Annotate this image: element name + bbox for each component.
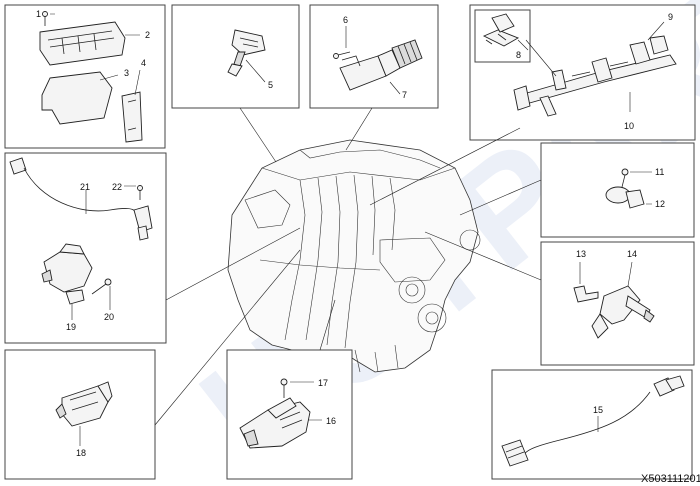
callout-12: 12 (655, 199, 665, 209)
callout-5: 5 (268, 80, 273, 90)
pointer-lines (154, 107, 542, 426)
figure-id: X503111201 (641, 473, 700, 485)
engine-assembly (227, 139, 481, 373)
callout-9: 9 (668, 12, 673, 22)
callout-7: 7 (402, 90, 407, 100)
callout-13: 13 (576, 249, 586, 259)
callout-6: 6 (343, 15, 348, 25)
callout-17: 17 (318, 378, 328, 388)
oxygen-sensor-drawing (501, 375, 685, 467)
callout-2: 2 (145, 30, 150, 40)
coolant-temp-sensor-drawing (227, 29, 266, 77)
callout-19: 19 (66, 322, 76, 332)
coolant-sensor-frame (171, 4, 300, 109)
oil-pressure-switch-drawing (55, 381, 113, 427)
ecu-module-drawing (39, 11, 143, 143)
callout-16: 16 (326, 416, 336, 426)
oil-control-valve-drawing (333, 39, 423, 91)
manifold-pressure-sensor-drawing (239, 378, 311, 449)
callout-20: 20 (104, 312, 114, 322)
crank-sensor-frame (4, 152, 167, 344)
camshaft-sensor-lower-drawing (41, 243, 112, 305)
fuel-injector-drawing (482, 13, 520, 47)
crankshaft-sensor-drawing (9, 157, 153, 241)
callout-21: 21 (80, 182, 90, 192)
callout-8: 8 (516, 50, 521, 60)
callout-14: 14 (627, 249, 637, 259)
fuel-rail-drawing (513, 35, 677, 117)
camshaft-position-sensor-drawing (573, 285, 655, 339)
callout-4: 4 (141, 58, 146, 68)
callout-11: 11 (655, 167, 664, 177)
callout-1: 1 (36, 9, 41, 19)
callout-15: 15 (593, 405, 603, 415)
callout-22: 22 (112, 182, 122, 192)
knock-sensor-drawing (605, 168, 645, 209)
callout-10: 10 (624, 121, 634, 131)
callout-3: 3 (124, 68, 129, 78)
callout-18: 18 (76, 448, 86, 458)
